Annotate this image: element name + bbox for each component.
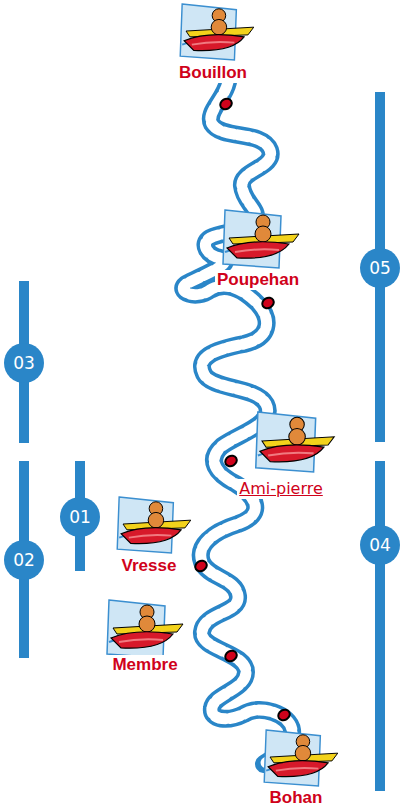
section-number: 05 xyxy=(360,248,400,288)
place-name: Bohan xyxy=(268,788,325,808)
place-name: Ami-pierre xyxy=(237,479,325,499)
callout-number: 05 xyxy=(369,258,391,278)
callout-number: 03 xyxy=(13,353,35,373)
section-number: 02 xyxy=(4,540,44,580)
section-number: 04 xyxy=(360,525,400,565)
section-number: 01 xyxy=(60,497,100,537)
stop-dots xyxy=(193,97,291,723)
section-number: 03 xyxy=(4,343,44,383)
section-bars xyxy=(19,92,385,791)
place-name: Bouillon xyxy=(177,63,249,83)
callout-number: 01 xyxy=(69,507,91,527)
kayak-icons xyxy=(107,4,338,786)
place-name: Vresse xyxy=(120,556,179,576)
place-name: Poupehan xyxy=(215,270,301,290)
callout-number: 04 xyxy=(369,535,391,555)
callout-number: 02 xyxy=(13,550,35,570)
place-name: Membre xyxy=(110,655,179,675)
